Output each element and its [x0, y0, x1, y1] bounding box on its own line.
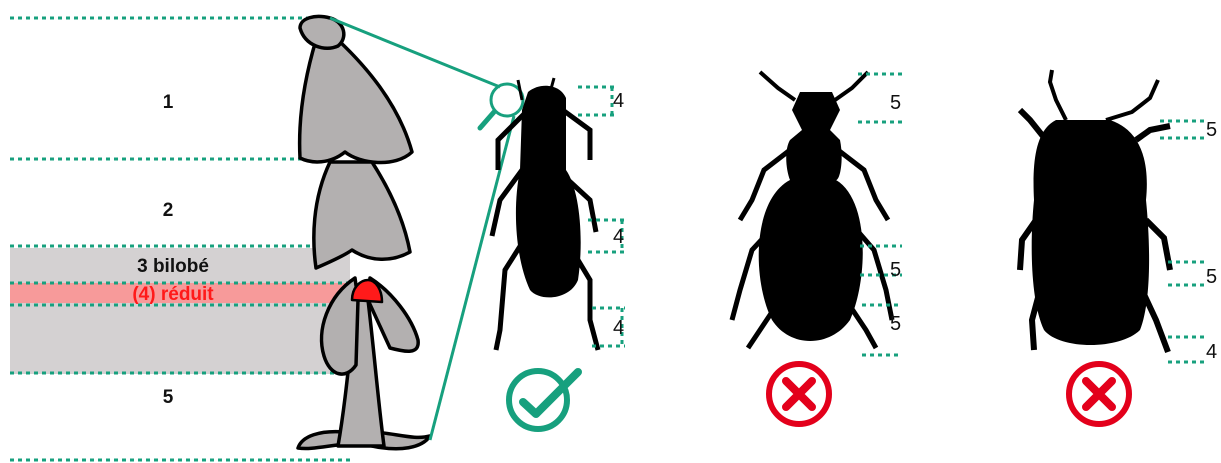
beetle-silhouette-longhorn: [492, 78, 598, 350]
cross-circle-icon: [1069, 364, 1129, 424]
beetle-silhouette-ground-beetle: [732, 72, 892, 348]
segment-1: [300, 40, 412, 163]
darkling-beetle-count-2: 5: [1206, 266, 1217, 288]
cross-circle-icon: [769, 364, 829, 424]
ground-beetle-count-3: 5: [890, 313, 901, 335]
segment-1-label: 1: [163, 92, 174, 113]
tarsus-drawing: [298, 16, 430, 448]
check-circle-icon: [509, 371, 578, 429]
ground-beetle-count-1: 5: [890, 92, 901, 114]
segment-2-label: 2: [163, 200, 174, 221]
beetle-silhouette-darkling-beetle: [1020, 70, 1170, 352]
darkling-beetle-count-3: 4: [1206, 341, 1217, 363]
darkling-beetle-count-1: 5: [1206, 119, 1217, 141]
segment-3-label: 3 bilobé: [137, 256, 209, 277]
segment-4-label: (4) réduit: [132, 284, 214, 305]
ground-beetle-count-2: 5: [890, 259, 901, 281]
segment-2: [314, 162, 410, 268]
longhorn-count-2: 4: [613, 226, 624, 248]
segment-5-label: 5: [163, 387, 174, 408]
longhorn-count-1: 4: [613, 90, 624, 112]
longhorn-count-3: 4: [613, 317, 624, 339]
